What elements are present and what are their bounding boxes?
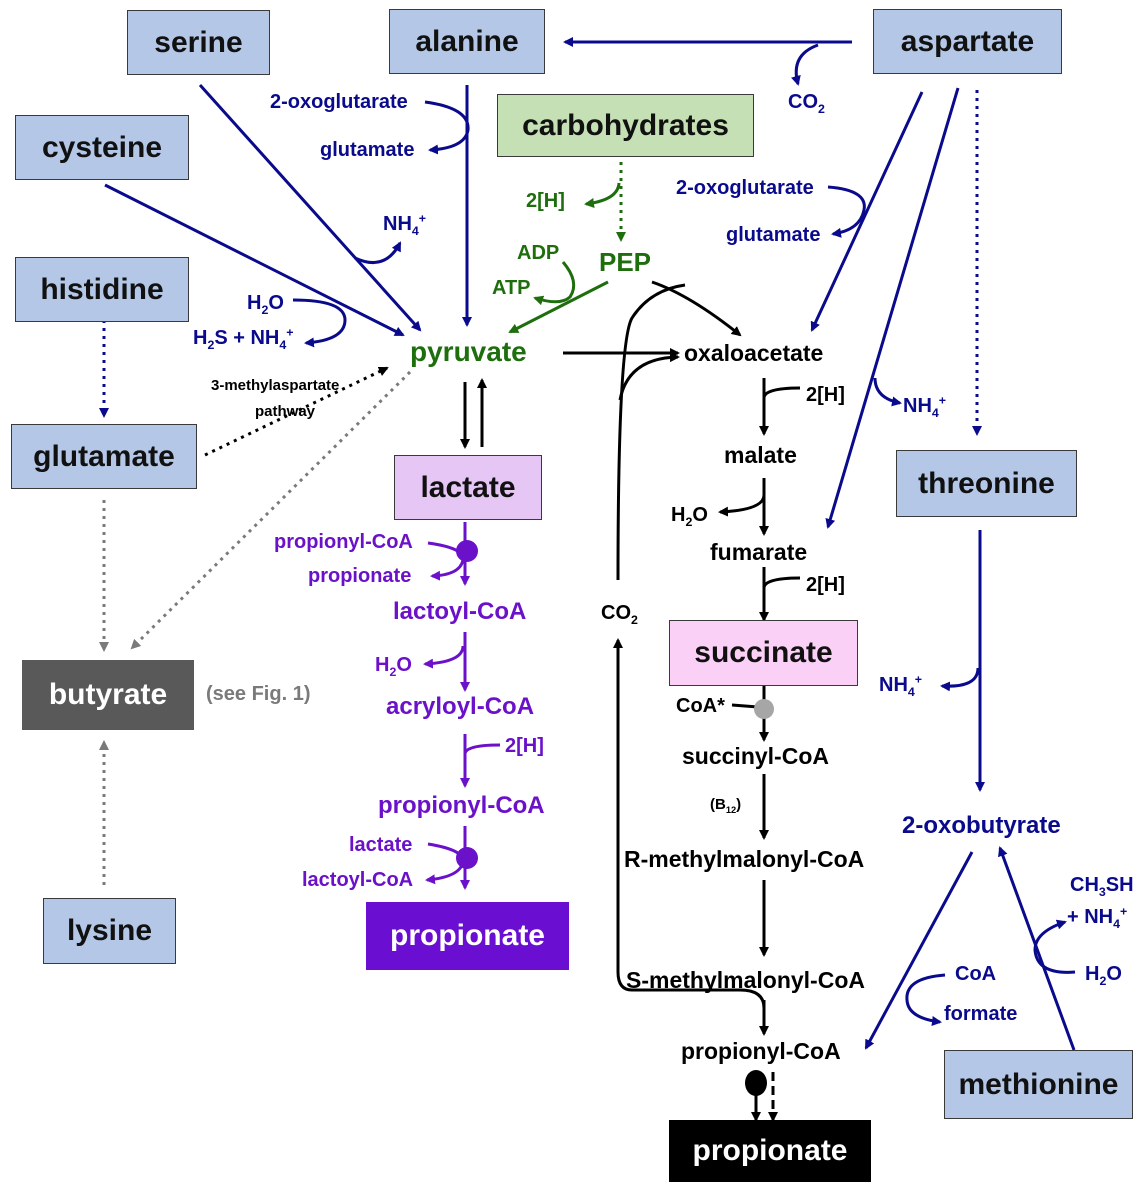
methylaspartate-label: 3-methylaspartate: [211, 377, 340, 394]
lactoylcoa-label: lactoyl-CoA: [393, 598, 527, 625]
propionate-succinate-label: propionate: [692, 1134, 848, 1167]
propionylcoa-mid-label: propionyl-CoA: [378, 792, 545, 819]
atp-label: ATP: [492, 277, 531, 299]
pep-label: PEP: [599, 247, 652, 277]
oxoglutarate-right-label: 2-oxoglutarate: [676, 177, 814, 199]
glutamate-box: glutamate: [11, 424, 197, 489]
glutamate-label: glutamate: [33, 439, 175, 473]
co2-top-label: CO2: [788, 91, 825, 116]
threonine-box: threonine: [896, 450, 1077, 517]
nh4-methionine-label: + NH4+: [1067, 904, 1128, 931]
alanine-label: alanine: [415, 24, 519, 58]
formate-label: formate: [944, 1003, 1018, 1025]
rmethylmalonylcoa-label: R-methylmalonyl-CoA: [624, 846, 865, 872]
acryloylcoa-label: acryloyl-CoA: [386, 693, 535, 720]
oxaloacetate-label: oxaloacetate: [684, 340, 824, 366]
h2o-cysteine-label: H2O: [247, 292, 284, 317]
dotted-blue-arrows: [99, 90, 982, 436]
serine-box: serine: [127, 10, 270, 75]
propionate-succinate-box: propionate: [669, 1120, 871, 1182]
hydrogen-oxaloacetate-label: 2[H]: [806, 384, 845, 406]
methylaspartate-arrow: [204, 366, 389, 457]
h2o-acryloyl-label: H2O: [375, 654, 412, 679]
oxobutyrate-label: 2-oxobutyrate: [902, 812, 1061, 839]
coa-methionine-label: CoA: [955, 963, 997, 985]
amino-acid-arrows: [104, 37, 1076, 1051]
lysine-box: lysine: [43, 898, 176, 964]
h2o-malate-label: H2O: [671, 504, 708, 529]
glutamate-right-label: glutamate: [726, 224, 821, 246]
lactoylcoa-out-label: lactoyl-CoA: [302, 869, 414, 891]
propionate-acrylate-box: propionate: [366, 902, 569, 970]
hydrogen-acryloyl-label: 2[H]: [505, 735, 544, 757]
succinate-pathway-arrows: [460, 280, 801, 1122]
histidine-box: histidine: [15, 257, 189, 322]
enzyme-dot-lactate: [456, 540, 478, 562]
co2-mid-label: CO2: [601, 602, 638, 627]
threonine-label: threonine: [918, 466, 1055, 500]
carbohydrates-box: carbohydrates: [497, 94, 754, 157]
methionine-label: methionine: [958, 1067, 1119, 1101]
ch3sh-label: CH3SH: [1070, 874, 1134, 899]
succinate-label: succinate: [694, 636, 833, 669]
lactate-box: lactate: [394, 455, 542, 520]
propionylcoa-bottom-label: propionyl-CoA: [681, 1038, 841, 1064]
lysine-label: lysine: [66, 914, 153, 947]
h2o-methionine-label: H2O: [1085, 963, 1122, 988]
succinate-box: succinate: [669, 620, 858, 686]
enzyme-dot-propionylcoa: [456, 847, 478, 869]
pyruvate-label: pyruvate: [410, 336, 527, 367]
fumarate-label: fumarate: [710, 539, 808, 565]
carbohydrate-arrows: [508, 162, 626, 334]
methionine-box: methionine: [944, 1050, 1133, 1119]
propionate-acrylate-label: propionate: [390, 919, 545, 952]
butyrate-box: butyrate: [22, 660, 194, 730]
succinylcoa-label: succinyl-CoA: [682, 743, 829, 769]
propionate-out-label: propionate: [308, 565, 412, 587]
nh4-aspartate-label: NH4+: [903, 393, 947, 420]
glutamate-left-label: glutamate: [320, 139, 415, 161]
oxoglutarate-left-label: 2-oxoglutarate: [270, 91, 408, 113]
pathway-label: pathway: [255, 403, 316, 420]
h2s-nh4-label: H2S + NH4+: [193, 325, 294, 352]
aspartate-label: aspartate: [900, 24, 1035, 58]
see-fig-label: (see Fig. 1): [206, 683, 311, 705]
adp-label: ADP: [517, 242, 560, 264]
cysteine-label: cysteine: [41, 130, 163, 164]
smethylmalonylcoa-label: S-methylmalonyl-CoA: [626, 967, 865, 993]
alanine-box: alanine: [389, 9, 545, 74]
hydrogen-fumarate-label: 2[H]: [806, 574, 845, 596]
butyrate-label: butyrate: [48, 678, 168, 711]
green-hydrogen-label: 2[H]: [526, 190, 565, 212]
propionylcoa-in-label: propionyl-CoA: [274, 531, 413, 553]
malate-label: malate: [724, 442, 797, 468]
serine-label: serine: [154, 25, 243, 59]
b12-label: (B12): [710, 796, 742, 815]
coa-star-label: CoA*: [676, 695, 725, 717]
nh4-threonine-label: NH4+: [879, 672, 923, 699]
carbohydrates-label: carbohydrates: [522, 108, 729, 142]
histidine-label: histidine: [40, 272, 164, 306]
nh4-serine-label: NH4+: [383, 211, 427, 238]
cysteine-box: cysteine: [15, 115, 189, 180]
coa-transferase-dot: [754, 699, 774, 719]
lactate-label: lactate: [420, 470, 516, 504]
enzyme-dot-succinate: [745, 1070, 767, 1096]
aspartate-box: aspartate: [873, 9, 1062, 74]
lactate-in-label: lactate: [349, 834, 413, 856]
butyrate-arrows: [99, 370, 412, 885]
